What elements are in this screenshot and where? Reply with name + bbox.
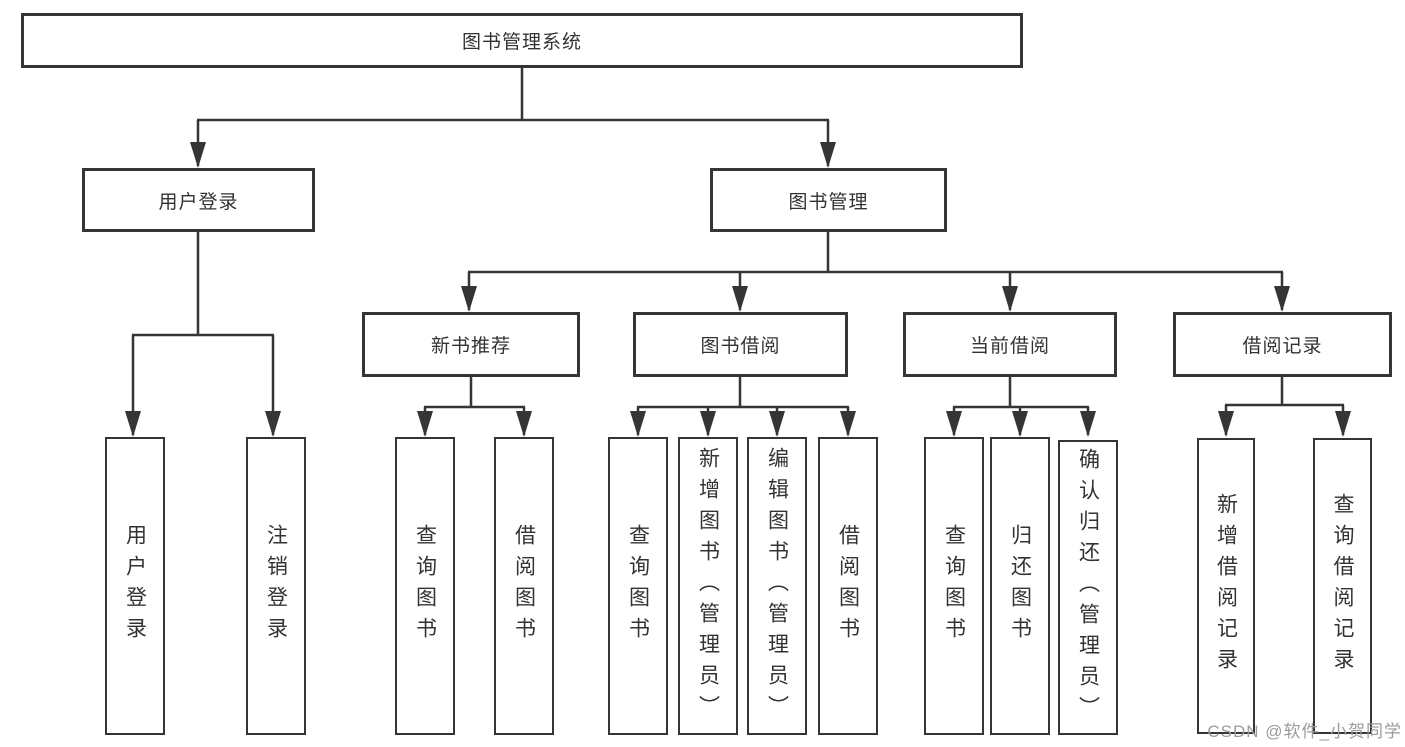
leaf-label: 编辑图书（管理员） xyxy=(765,446,789,726)
leaf-user-login: 用户登录 xyxy=(105,437,165,735)
leaf-add-borrow-record: 新增借阅记录 xyxy=(1197,438,1255,734)
leaf-label: 借阅图书 xyxy=(836,524,860,648)
node-current-borrowing: 当前借阅 xyxy=(903,312,1117,377)
connector-root-to-level2 xyxy=(190,68,836,168)
connector-newbooks-to-leaves xyxy=(417,377,532,437)
leaf-label: 归还图书 xyxy=(1008,524,1032,648)
connector-userlogin-to-leaves xyxy=(125,232,281,437)
node-library-management-system: 图书管理系统 xyxy=(21,13,1023,68)
csdn-watermark: CSDN @软件_小贺同学 xyxy=(1207,722,1402,741)
leaf-return-book: 归还图书 xyxy=(990,437,1050,735)
node-label: 当前借阅 xyxy=(969,336,1050,357)
node-new-book-recommendation: 新书推荐 xyxy=(362,312,580,377)
leaf-logout: 注销登录 xyxy=(246,437,306,735)
leaf-label: 用户登录 xyxy=(123,524,147,648)
node-label: 用户登录 xyxy=(158,191,239,213)
node-book-borrowing: 图书借阅 xyxy=(633,312,848,377)
leaf-label: 查询图书 xyxy=(626,524,650,648)
node-book-management: 图书管理 xyxy=(710,168,947,232)
leaf-label: 查询图书 xyxy=(942,524,966,648)
leaf-query-books-current: 查询图书 xyxy=(924,437,984,735)
leaf-borrow-books-borrowing: 借阅图书 xyxy=(818,437,878,735)
leaf-edit-book-admin: 编辑图书（管理员） xyxy=(747,437,807,735)
leaf-label: 新增借阅记录 xyxy=(1214,493,1238,679)
leaf-label: 注销登录 xyxy=(264,524,288,648)
leaf-borrow-books-recommend: 借阅图书 xyxy=(494,437,554,735)
leaf-label: 查询图书 xyxy=(413,524,437,648)
node-label: 借阅记录 xyxy=(1242,336,1323,357)
node-label: 图书管理 xyxy=(788,191,869,213)
connector-borrowrecords-to-leaves xyxy=(1218,377,1351,437)
leaf-query-books-recommend: 查询图书 xyxy=(395,437,455,735)
node-user-login: 用户登录 xyxy=(82,168,315,232)
leaf-label: 新增图书（管理员） xyxy=(696,446,720,726)
leaf-confirm-return-admin: 确认归还（管理员） xyxy=(1058,440,1118,735)
connector-bookborrow-to-leaves xyxy=(630,377,856,437)
leaf-label: 确认归还（管理员） xyxy=(1076,448,1100,727)
leaf-label: 查询借阅记录 xyxy=(1331,493,1354,679)
leaf-add-book-admin: 新增图书（管理员） xyxy=(678,437,738,735)
leaf-query-books-borrowing: 查询图书 xyxy=(608,437,668,735)
node-label: 图书借阅 xyxy=(700,336,781,357)
connector-bookmgmt-to-level3 xyxy=(461,232,1290,312)
node-borrowing-records: 借阅记录 xyxy=(1173,312,1392,377)
node-label: 新书推荐 xyxy=(430,336,511,357)
connector-currentborrow-to-leaves xyxy=(946,377,1096,437)
node-label: 图书管理系统 xyxy=(461,32,582,53)
leaf-label: 借阅图书 xyxy=(512,524,536,648)
leaf-query-borrow-record: 查询借阅记录 xyxy=(1313,438,1372,734)
